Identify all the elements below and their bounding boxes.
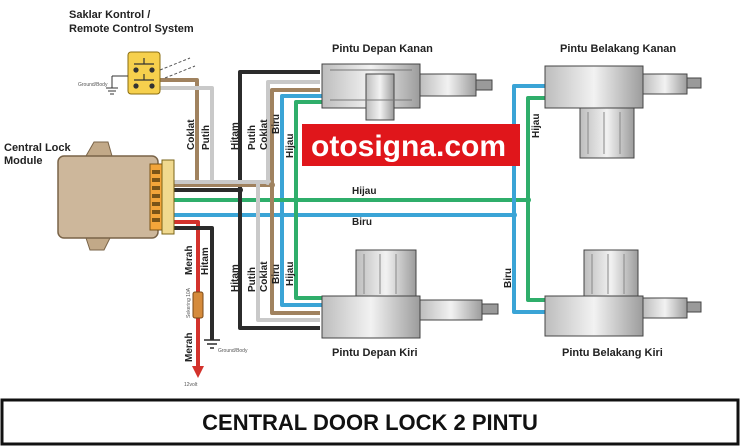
switch-title-line1: Saklar Kontrol / — [69, 9, 150, 21]
central-lock-module: Central Lock Module — [4, 141, 175, 251]
ground-icon — [204, 339, 220, 349]
wire-biru-bottom — [280, 215, 322, 307]
module-title-line1: Central Lock — [4, 142, 72, 154]
ground-label: Ground/Body — [218, 348, 248, 354]
label-door-front-right: Pintu Depan Kanan — [332, 43, 433, 55]
label-door-rear-right: Pintu Belakang Kanan — [560, 43, 676, 55]
wire-label-hijau-main: Hijau — [352, 186, 376, 197]
module-body — [57, 155, 159, 239]
wire-label-biru-main: Biru — [352, 217, 372, 228]
volt-label: 12volt — [184, 382, 198, 388]
wire-putih-top — [266, 80, 320, 182]
actuator-rear-right: Pintu Belakang Kanan — [544, 43, 702, 159]
wire-label-biru-rear-left: Biru — [503, 268, 514, 288]
switch-ground-label: Ground/Body — [78, 82, 108, 88]
fuse-icon — [192, 291, 204, 319]
wire-label-hijau-bottom: Hijau — [285, 262, 296, 286]
wire-coklat-bottom — [270, 185, 320, 315]
module-title-line2: Module — [4, 155, 43, 167]
wire-biru-rear-left — [512, 215, 545, 314]
footer: CENTRAL DOOR LOCK 2 PINTU — [0, 398, 740, 446]
wire-label-merah-power: Merah — [184, 246, 195, 275]
wire-label-hitam-power: Hitam — [200, 247, 211, 275]
wire-hijau-bottom — [294, 200, 322, 300]
junctions — [237, 179, 531, 218]
wire-label-biru-bottom: Biru — [271, 264, 282, 284]
wire-label-coklat-top: Coklat — [259, 119, 270, 150]
wire-label-putih-top: Putih — [247, 125, 258, 150]
wire-biru-top — [280, 94, 322, 215]
label-door-rear-left: Pintu Belakang Kiri — [562, 347, 663, 359]
wires — [160, 70, 545, 372]
wire-label-putih-bottom: Putih — [247, 267, 258, 292]
brand-watermark: otosigna.com — [302, 124, 520, 166]
wire-label-merah-power-2: Merah — [184, 333, 195, 362]
wire-label-hitam-bottom: Hitam — [230, 264, 241, 292]
switch-title-line2: Remote Control System — [69, 23, 194, 35]
actuator-front-left: Pintu Depan Kiri — [321, 249, 499, 359]
wire-label-hijau-rear-right: Hijau — [531, 114, 542, 138]
wire-hijau-rear-right — [526, 96, 545, 200]
wire-label-coklat-switch: Coklat — [186, 119, 197, 150]
wire-biru-rear-right — [512, 84, 545, 215]
label-door-front-left: Pintu Depan Kiri — [332, 347, 418, 359]
wire-label-hijau-top: Hijau — [285, 134, 296, 158]
switch-ground-icon — [106, 75, 128, 95]
control-switch: Saklar Kontrol / Remote Control System G… — [69, 9, 196, 95]
module-mount-tab — [85, 141, 113, 157]
wire-label-biru-top: Biru — [271, 114, 282, 134]
actuator-rear-left: Pintu Belakang Kiri — [544, 249, 702, 359]
wire-hijau-rear-left — [526, 200, 545, 302]
wire-coklat-top — [270, 88, 320, 185]
wire-hitam-top — [170, 70, 320, 192]
wire-label-coklat-bottom: Coklat — [259, 261, 270, 292]
wire-hitam-power — [170, 226, 214, 340]
brand-text: otosigna.com — [311, 130, 506, 163]
wire-label-hitam-top: Hitam — [230, 122, 241, 150]
power-arrow-icon — [192, 366, 204, 378]
power-supply — [192, 291, 220, 378]
wire-label-putih-switch: Putih — [201, 125, 212, 150]
wire-hitam-bottom — [238, 190, 320, 330]
wire-merah-power — [170, 220, 200, 372]
wire-hijau-top — [294, 100, 322, 200]
footer-title: CENTRAL DOOR LOCK 2 PINTU — [202, 410, 538, 435]
fuse-label: Sekering 10A — [186, 287, 192, 318]
wire-putih-bottom — [256, 182, 320, 322]
wire-labels: Coklat Putih Hitam Putih Coklat Biru Hij… — [184, 114, 542, 388]
actuator-front-right: Pintu Depan Kanan — [321, 43, 493, 121]
